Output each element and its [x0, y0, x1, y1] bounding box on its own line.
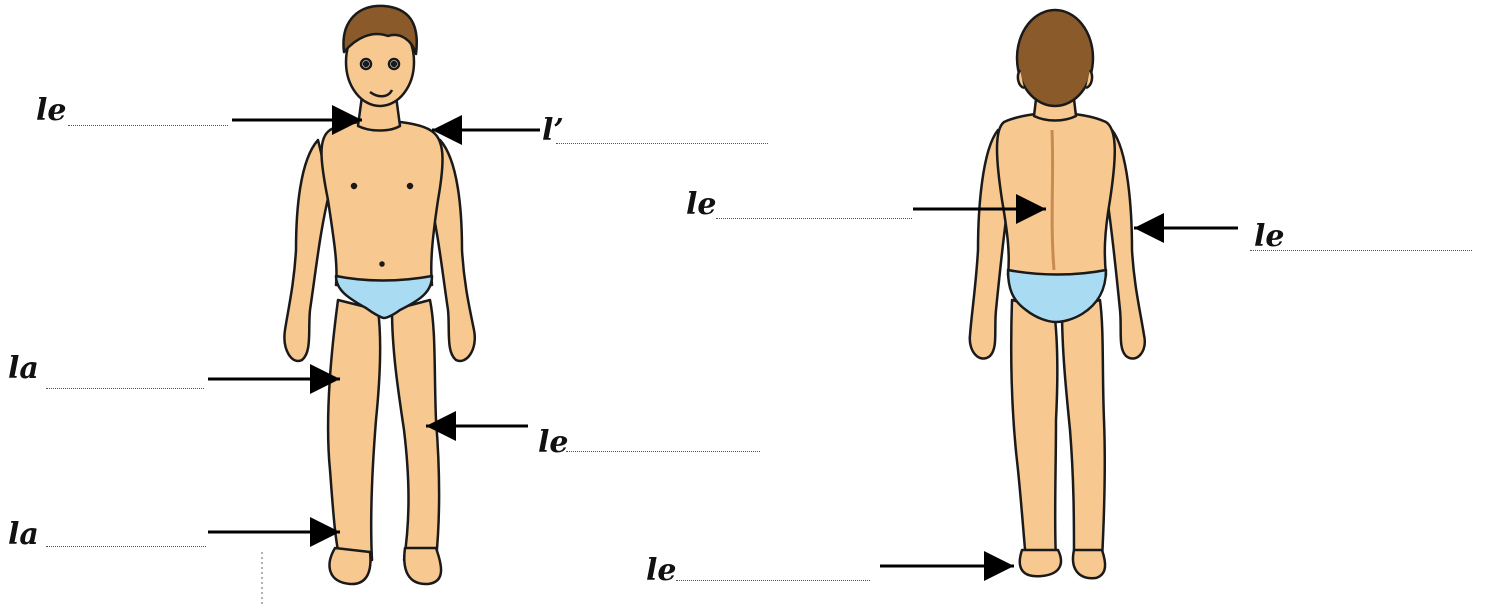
label-front-shoulder: l’ — [542, 116, 564, 146]
back-figure — [970, 10, 1145, 578]
label-front-neck: le — [36, 96, 66, 126]
answer-line-back-elbow[interactable] — [1250, 250, 1472, 251]
answer-line-front-knee[interactable] — [566, 451, 760, 452]
answer-line-back-spine[interactable] — [716, 218, 912, 219]
answer-line-front-neck[interactable] — [68, 125, 228, 126]
front-figure — [284, 6, 474, 584]
answer-line-back-heel[interactable] — [676, 580, 870, 581]
label-front-thigh: la — [8, 354, 39, 384]
answer-line-front-ankle[interactable] — [46, 546, 206, 547]
label-back-spine: le — [686, 190, 716, 220]
answer-line-front-thigh[interactable] — [46, 388, 204, 389]
label-back-elbow: le — [1254, 222, 1284, 252]
label-back-heel: le — [646, 556, 676, 586]
label-front-ankle: la — [8, 520, 39, 550]
answer-line-front-shoulder[interactable] — [556, 143, 768, 144]
label-front-knee: le — [538, 428, 568, 458]
